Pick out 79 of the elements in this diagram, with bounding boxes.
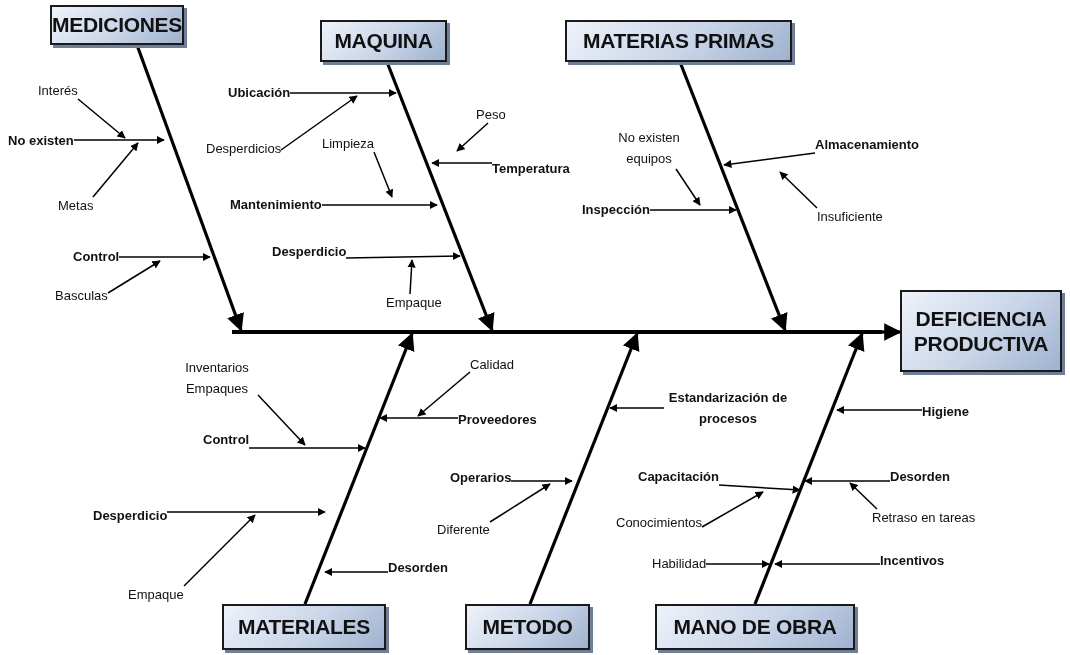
bone-arrow: [882, 323, 902, 341]
cause-label: Metas: [58, 197, 94, 214]
arrow: [489, 483, 551, 523]
cause-label: Estandarización de procesos: [664, 387, 792, 429]
cause-label: Diferente: [437, 521, 490, 538]
cause-label: No existen: [8, 132, 74, 149]
cause-label: Conocimientos: [616, 514, 702, 531]
arrow: [849, 482, 878, 510]
cause-label: Habilidad: [652, 555, 707, 572]
arrow: [183, 514, 256, 587]
cause-label: Mantenimiento: [230, 196, 322, 213]
arrow: [836, 405, 923, 415]
arrow: [774, 559, 881, 569]
cause-label: Limpieza: [322, 135, 375, 152]
arrow: [345, 252, 461, 261]
cause-label: Peso: [476, 106, 506, 123]
cause-label: Basculas: [55, 287, 108, 304]
arrow: [118, 252, 211, 262]
cause-label: Higiene: [922, 403, 969, 420]
cause-label: Ubicación: [228, 84, 291, 101]
cause-label: Insuficiente: [817, 208, 883, 225]
cause-label: Temperatura: [492, 160, 570, 177]
arrow: [280, 95, 358, 151]
cause-label: Desperdicio: [93, 507, 168, 524]
arrow: [373, 151, 394, 198]
bone-arrow: [528, 332, 640, 605]
arrow: [701, 491, 764, 528]
arrow: [510, 476, 573, 486]
cause-label: Control: [203, 431, 250, 448]
arrow: [289, 88, 397, 98]
cause-label: Inspección: [582, 201, 650, 218]
arrow: [417, 371, 471, 417]
cause-label: No existen equipos: [610, 127, 688, 169]
bone-arrow: [303, 332, 415, 605]
cause-label: Almacenamiento: [815, 136, 920, 153]
cause-label: Operarios: [450, 469, 512, 486]
arrow: [705, 559, 770, 569]
arrow: [321, 200, 438, 210]
cause-label: Interés: [38, 82, 78, 99]
cause-label: Capacitación: [638, 468, 719, 485]
arrow: [324, 567, 389, 577]
arrow: [107, 260, 161, 294]
category-box: MATERIAS PRIMAS: [565, 20, 792, 62]
arrow: [73, 135, 165, 145]
cause-label: Control: [73, 248, 120, 265]
arrow: [257, 394, 306, 446]
cause-label: Incentivos: [880, 552, 945, 569]
effect-box: DEFICIENCIA PRODUCTIVA: [900, 290, 1062, 372]
cause-label: Desperdicio: [272, 243, 347, 260]
cause-label: Inventarios Empaques: [176, 357, 258, 399]
arrow: [609, 403, 665, 413]
arrow: [779, 171, 818, 209]
cause-label: Desorden: [388, 559, 448, 576]
cause-label: Desorden: [890, 468, 950, 485]
arrow: [431, 158, 493, 168]
arrow: [92, 142, 139, 198]
arrow: [649, 205, 737, 215]
category-box: MATERIALES: [222, 604, 386, 650]
arrow: [407, 259, 416, 295]
arrow: [379, 413, 459, 423]
arrow: [804, 476, 891, 486]
cause-label: Retraso en tareas: [872, 509, 976, 526]
category-box: MANO DE OBRA: [655, 604, 855, 650]
cause-label: Empaque: [386, 294, 442, 311]
arrow: [77, 98, 126, 139]
category-box: METODO: [465, 604, 590, 650]
arrow: [456, 122, 489, 152]
category-box: MAQUINA: [320, 20, 447, 62]
arrow: [248, 443, 366, 453]
cause-label: Calidad: [470, 356, 515, 373]
category-box: MEDICIONES: [50, 5, 184, 45]
bone-arrow: [753, 332, 865, 605]
arrow: [166, 507, 326, 517]
cause-label: Proveedores: [458, 411, 537, 428]
arrow: [675, 168, 701, 206]
cause-label: Empaque: [128, 586, 184, 603]
cause-label: Desperdicios: [206, 140, 282, 157]
arrow: [723, 152, 816, 169]
arrow: [718, 484, 801, 494]
